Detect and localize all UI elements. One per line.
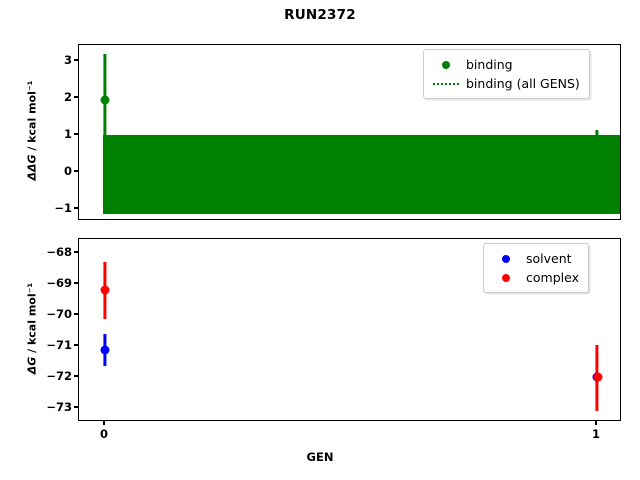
top-legend-label-binding: binding	[466, 57, 513, 72]
solvent-marker-gen0[interactable]	[100, 345, 110, 355]
bottom-legend-row-complex[interactable]: complex	[491, 268, 579, 287]
figure-title: RUN2372	[284, 7, 356, 23]
bottom-ytick-mark-m71	[74, 344, 78, 346]
bottom-ytick-label-m72: −72	[46, 369, 72, 383]
bottom-ytick-label-m69: −69	[46, 276, 72, 290]
bottom-legend: solvent complex	[483, 243, 589, 293]
solvent-legend-marker-icon	[491, 254, 521, 263]
xtick-label-0: 0	[99, 427, 109, 441]
top-ytick-mark-1	[74, 133, 78, 135]
bottom-ytick-label-m70: −70	[46, 307, 72, 321]
binding-errorbar-gen0	[103, 53, 107, 182]
bottom-legend-row-solvent[interactable]: solvent	[491, 249, 579, 268]
top-ytick-label-1: 1	[63, 127, 72, 141]
bottom-ytick-mark-m73	[74, 406, 78, 408]
bottom-ytick-label-m73: −73	[46, 400, 72, 414]
top-plot-axes: binding binding (all GENS)	[78, 44, 621, 220]
bottom-ytick-label-m71: −71	[46, 338, 72, 352]
xtick-mark-0	[103, 421, 105, 425]
bottom-plot-area	[79, 239, 620, 420]
bottom-legend-label-complex: complex	[526, 270, 579, 285]
bottom-ytick-mark-m69	[74, 282, 78, 284]
bottom-ytick-mark-m70	[74, 313, 78, 315]
bottom-legend-label-solvent: solvent	[526, 251, 572, 266]
complex-marker-gen0[interactable]	[100, 285, 110, 295]
bottom-y-axis-label: ΔG / kcal mol⁻¹	[26, 249, 39, 409]
bottom-plot-axes: solvent complex	[78, 238, 621, 421]
complex-legend-marker-icon	[491, 273, 521, 282]
top-legend-row-binding-all-gens[interactable]: binding (all GENS)	[431, 74, 580, 93]
top-legend-label-binding-all-gens: binding (all GENS)	[466, 76, 580, 91]
top-legend-row-binding[interactable]: binding	[431, 55, 580, 74]
binding-marker-gen1[interactable]	[592, 168, 602, 178]
top-ytick-label-2: 2	[63, 90, 72, 104]
xtick-label-1: 1	[591, 427, 601, 441]
top-y-axis-label: ΔΔG / kcal mol⁻¹	[26, 51, 39, 211]
xtick-mark-1	[595, 421, 597, 425]
bottom-ytick-label-m68: −68	[46, 245, 72, 259]
top-ytick-label-0: 0	[63, 164, 72, 178]
top-y-axis-label-symbol: ΔΔG	[25, 154, 39, 181]
binding-all-gens-legend-line-icon	[431, 82, 461, 85]
top-ytick-mark-m1	[74, 207, 78, 209]
top-ytick-label-m1: −1	[54, 201, 72, 215]
top-y-axis-label-units: / kcal mol⁻¹	[25, 80, 39, 155]
top-ytick-label-3: 3	[63, 53, 72, 67]
binding-legend-marker-icon	[431, 60, 461, 69]
x-axis-label: GEN	[306, 450, 334, 464]
bottom-ytick-mark-m72	[74, 375, 78, 377]
top-ytick-mark-3	[74, 59, 78, 61]
binding-marker-gen0[interactable]	[100, 95, 110, 105]
bottom-ytick-mark-m68	[74, 251, 78, 253]
binding-all-gens-band	[103, 135, 620, 214]
top-ytick-mark-0	[74, 170, 78, 172]
top-ytick-mark-2	[74, 96, 78, 98]
top-legend: binding binding (all GENS)	[423, 49, 590, 99]
top-plot-area	[79, 45, 620, 219]
complex-marker-gen1[interactable]	[593, 372, 603, 382]
